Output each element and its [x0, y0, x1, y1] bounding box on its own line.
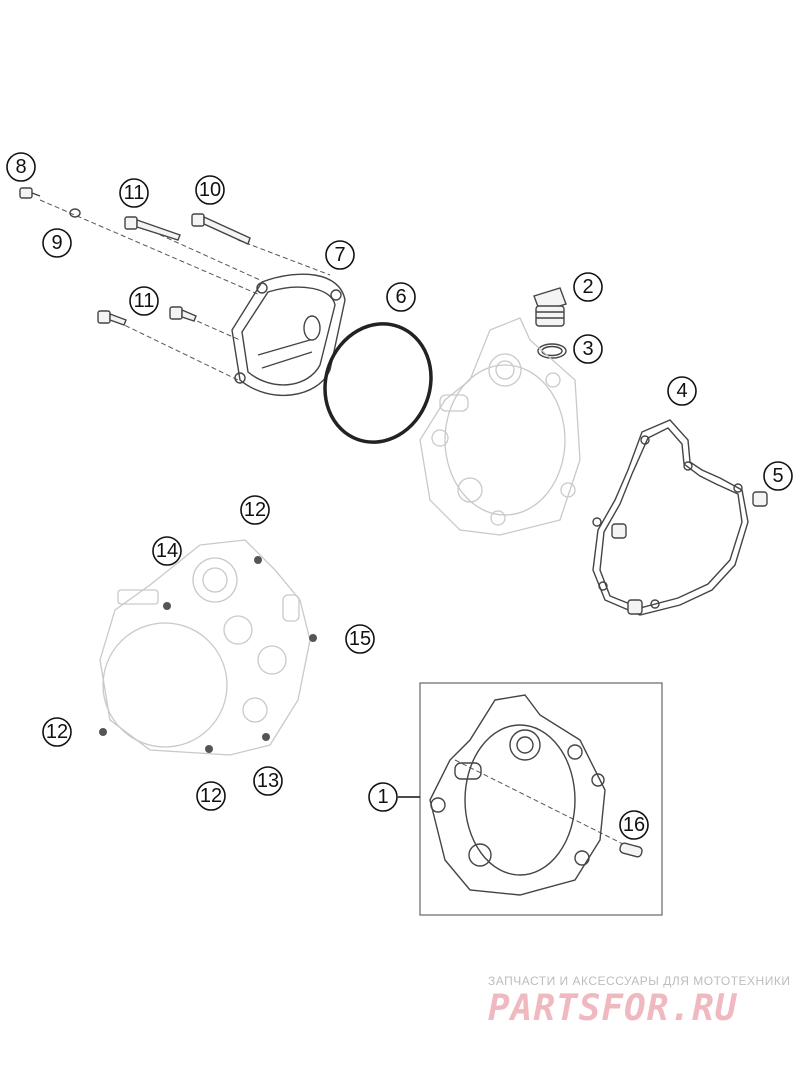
watermark-logo: PARTSFOR.RU [488, 988, 738, 1029]
callout-11-lower-label: 11 [134, 290, 155, 312]
detail-box [419, 682, 663, 916]
bolt-8 [19, 187, 41, 199]
dowel-pin-16 [619, 842, 643, 858]
callout-9-label: 9 [51, 232, 62, 254]
callout-7-label: 7 [334, 244, 345, 266]
callout-7: 7 [325, 240, 355, 270]
callout-5-label: 5 [772, 465, 783, 487]
filler-plug-2 [533, 287, 567, 327]
callout-6: 6 [386, 282, 416, 312]
callout-12-top-label: 12 [244, 499, 266, 521]
callout-3: 3 [573, 334, 603, 364]
callout-13: 13 [253, 766, 283, 796]
callout-12-top: 12 [240, 495, 270, 525]
callout-4-label: 4 [676, 380, 687, 402]
callout-12-bottom: 12 [196, 781, 226, 811]
callout-12-left-label: 12 [46, 721, 68, 743]
callout-13-label: 13 [257, 770, 279, 792]
callout-14: 14 [152, 536, 182, 566]
callout-9: 9 [42, 228, 72, 258]
callout-1: 1 [368, 782, 420, 812]
o-ring-6 [323, 322, 433, 444]
callout-15-label: 15 [349, 628, 371, 650]
callout-10-label: 10 [199, 179, 221, 201]
callout-10: 10 [195, 175, 225, 205]
callout-16-label: 16 [623, 814, 645, 836]
clutch-cover-main [419, 317, 581, 536]
bolt-11-mid [169, 306, 197, 322]
callout-11-upper-label: 11 [124, 182, 145, 204]
clutch-cover-1 [429, 694, 606, 896]
washer-9 [69, 208, 81, 218]
assembly-lines [39, 199, 626, 846]
callout-11-upper: 11 [119, 178, 149, 208]
callout-12-bottom-label: 12 [200, 785, 222, 807]
callout-15: 15 [345, 624, 375, 654]
callout-1-label: 1 [377, 786, 388, 808]
callout-6-label: 6 [395, 286, 406, 308]
callout-4: 4 [667, 376, 697, 406]
bolt-11-lower [97, 310, 127, 326]
callout-8-label: 8 [15, 156, 26, 178]
callout-5: 5 [763, 461, 793, 491]
dowel-sleeves [611, 523, 643, 615]
callout-3-label: 3 [582, 338, 593, 360]
callout-16: 16 [619, 810, 649, 840]
watermark-caption: ЗАПЧАСТИ И АКСЕССУАРЫ ДЛЯ МОТОТЕХНИКИ [488, 974, 791, 988]
callout-11-lower: 11 [129, 286, 159, 316]
clutch-cover-installed [99, 539, 317, 756]
dowel-sleeve-5 [752, 491, 768, 507]
gasket-4 [592, 419, 749, 616]
bolt-10 [191, 213, 251, 245]
callout-2-label: 2 [582, 276, 593, 298]
outer-cover-7 [231, 273, 346, 396]
callout-2: 2 [573, 272, 603, 302]
callout-14-label: 14 [156, 540, 178, 562]
callout-8: 8 [6, 152, 36, 182]
callout-12-left: 12 [42, 717, 72, 747]
bolt-11-upper [124, 216, 181, 241]
